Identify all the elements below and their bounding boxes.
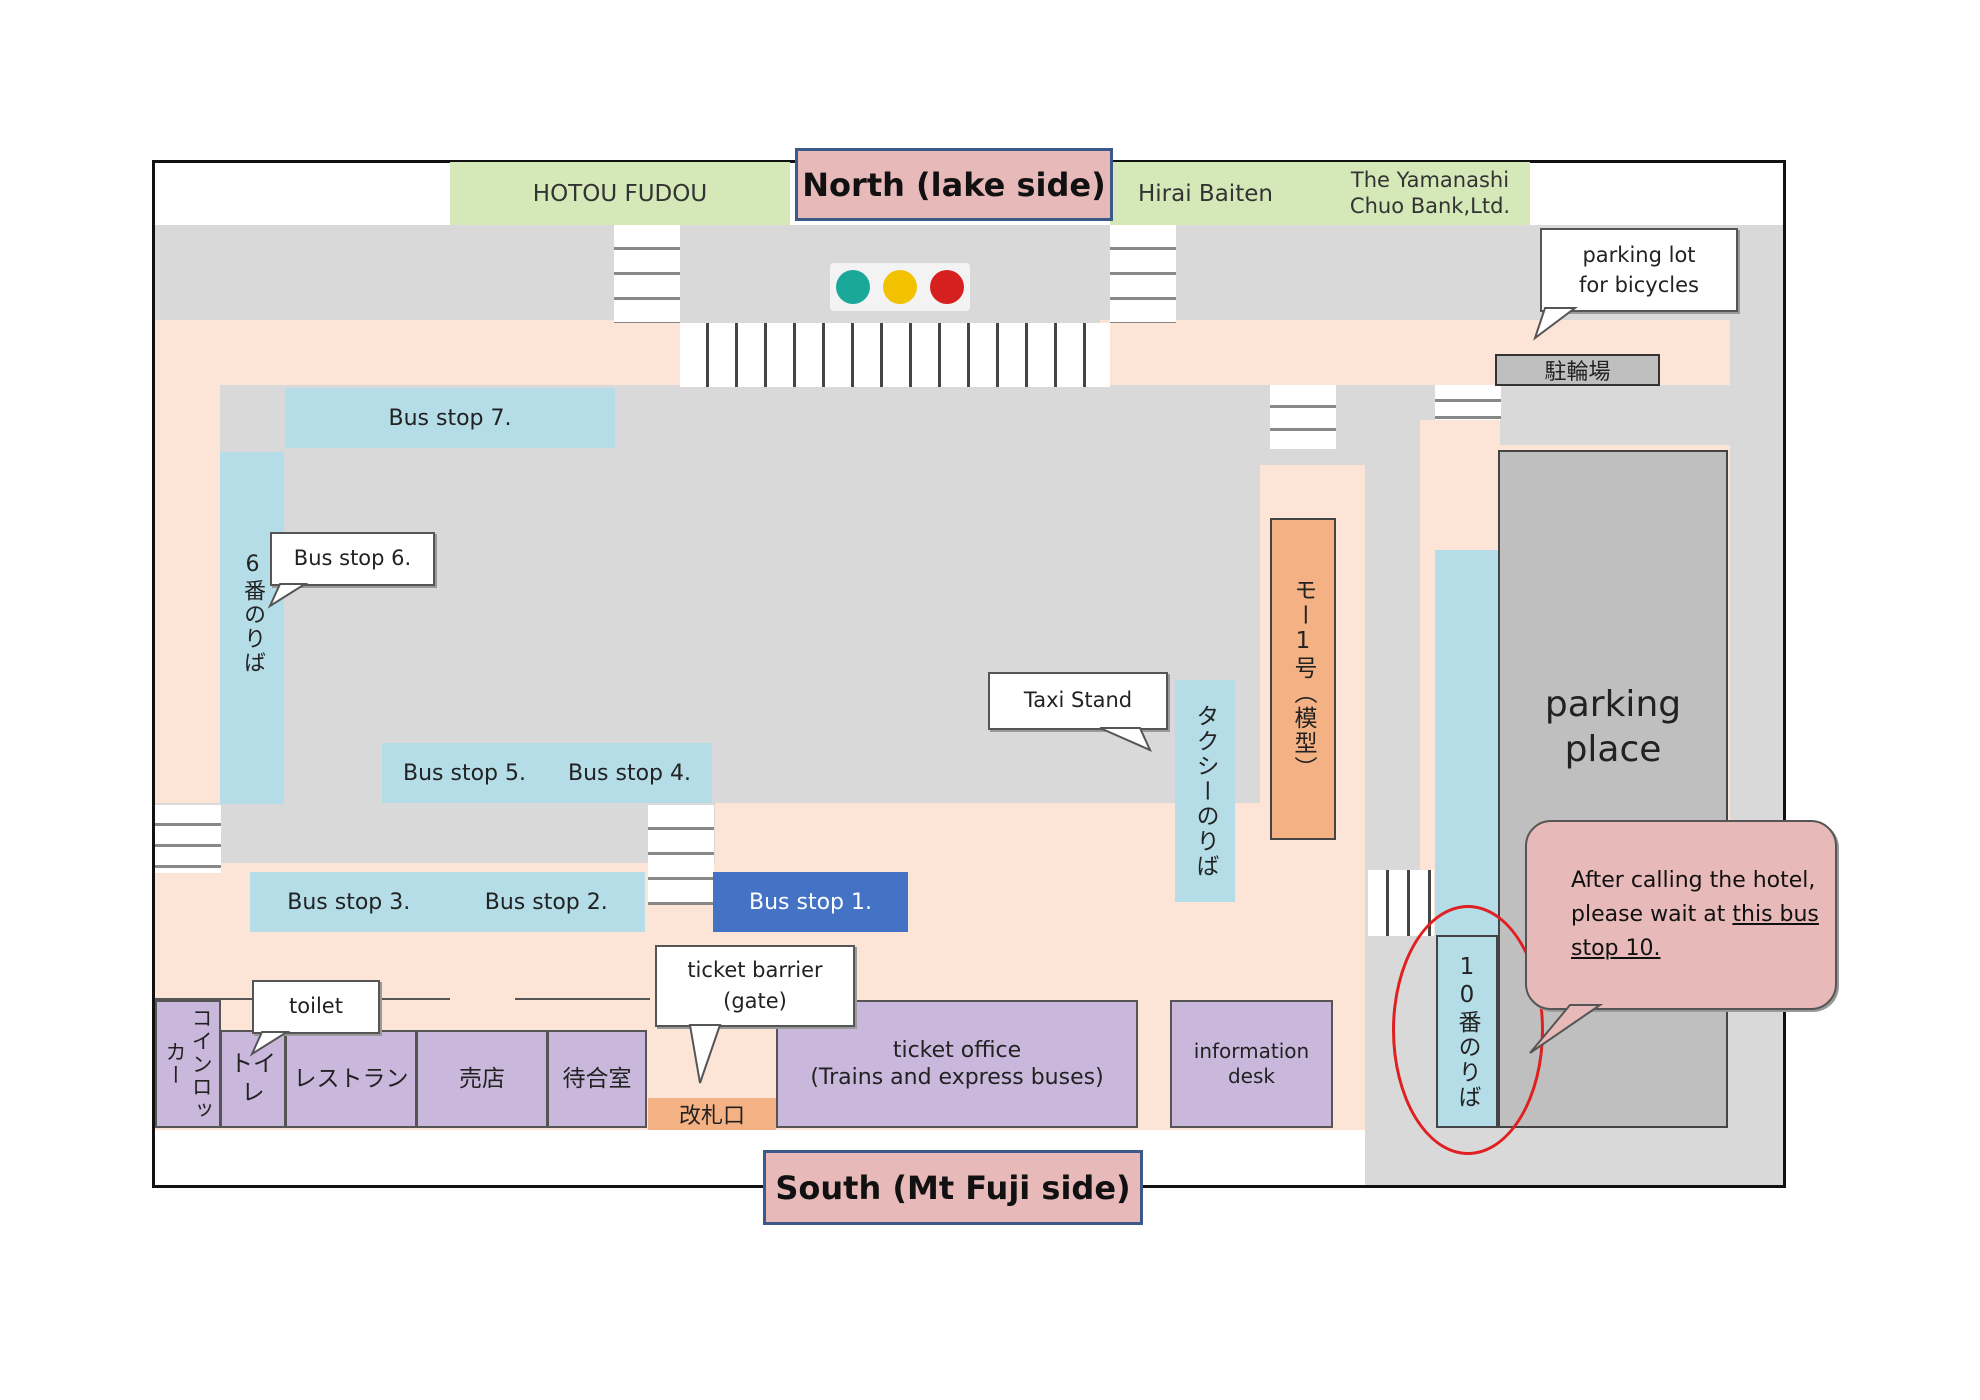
traffic-light: [830, 263, 970, 311]
ticket-gate-jp-label: 改札口: [678, 1104, 745, 1129]
info-desk-line2: desk: [1227, 1064, 1275, 1088]
gate-callout-line1: ticket barrier: [687, 957, 823, 982]
toilet-jp-label: トイレ: [230, 1051, 276, 1106]
bus-stop-3-label: Bus stop 3.: [287, 889, 411, 915]
hotel-note-line3: stop 10.: [1571, 936, 1661, 962]
toilet-callout: toilet: [252, 980, 380, 1034]
traffic-light-yellow-icon: [882, 270, 917, 304]
bicycle-callout-tail: [1533, 307, 1578, 341]
info-desk-line1: information: [1193, 1039, 1310, 1063]
crosswalk-east-lane: [1368, 870, 1434, 936]
taxi-stand-callout-text: Taxi Stand: [1023, 688, 1133, 713]
waiting-room-label: 待合室: [562, 1065, 632, 1092]
bank-label-line2: Chuo Bank,Ltd.: [1349, 193, 1511, 218]
shop-label: 売店: [459, 1065, 505, 1092]
shop-kiosk: 売店: [416, 1030, 548, 1128]
coin-locker-label: コインロッカー: [163, 1006, 214, 1122]
bus-stop-5-label: Bus stop 5.: [403, 760, 526, 786]
model-train-label: モー1号（模型）: [1290, 577, 1316, 781]
ticket-office-line1: ticket office: [892, 1037, 1022, 1063]
traffic-light-red-icon: [929, 270, 964, 304]
bicycle-sign-text: 駐輪場: [1544, 360, 1611, 385]
gate-callout-tail: [688, 1024, 722, 1084]
hotel-note-line2: please wait at this bus: [1571, 898, 1835, 932]
restaurant: レストラン: [285, 1030, 417, 1128]
north-label-text: North (lake side): [802, 165, 1106, 204]
bicycle-parking-callout: parking lot for bicycles: [1540, 228, 1738, 312]
crosswalk-south: [648, 805, 714, 905]
bicycle-parking-sign: 駐輪場: [1495, 354, 1660, 386]
taxi-stand: タクシーのりば: [1175, 680, 1235, 902]
hotel-note-line1: After calling the hotel,: [1571, 867, 1816, 893]
crosswalk-east-2: [1435, 385, 1501, 420]
toilet-room: トイレ: [220, 1030, 286, 1128]
bus-stop-7: Bus stop 7.: [285, 388, 615, 448]
parking-label-line2: place: [1564, 729, 1662, 770]
parking-label-line1: parking: [1544, 684, 1682, 725]
bus-stop-7-label: Bus stop 7.: [388, 405, 512, 431]
ticket-barrier-callout: ticket barrier (gate): [655, 945, 855, 1027]
bus-stop-1-label: Bus stop 1.: [749, 889, 872, 915]
taxi-callout-tail: [1099, 727, 1152, 752]
toilet-callout-text: toilet: [289, 994, 343, 1019]
restaurant-label: レストラン: [293, 1065, 409, 1092]
bus-stop-6-callout: Bus stop 6.: [270, 532, 435, 586]
crosswalk-east-1: [1270, 385, 1336, 449]
traffic-light-green-icon: [836, 270, 871, 304]
bicycle-callout-line1: parking lot: [1582, 242, 1696, 267]
crosswalk-north-main: [680, 323, 1110, 387]
ticket-office-line2: (Trains and express buses): [810, 1065, 1104, 1090]
coin-locker: コインロッカー: [155, 1000, 221, 1128]
ticket-gate: 改札口: [648, 1098, 776, 1130]
parking-entrance-road: [1500, 385, 1730, 445]
hotel-instruction-note: After calling the hotel, please wait at …: [1525, 820, 1837, 1010]
hotel-note-line2-prefix: please wait at: [1571, 901, 1733, 927]
bus-stop-6-callout-tail: [267, 583, 309, 609]
hotou-fudou-shop: HOTOU FUDOU: [450, 162, 790, 225]
north-direction-label: North (lake side): [795, 148, 1113, 221]
bus-stop-10-lane: [1435, 550, 1498, 935]
taxi-stand-callout: Taxi Stand: [988, 672, 1168, 730]
hotou-fudou-label: HOTOU FUDOU: [532, 180, 708, 207]
east-lane: [1365, 385, 1420, 935]
bicycle-callout-line2: for bicycles: [1579, 273, 1699, 297]
gate-callout-line2: (gate): [723, 989, 787, 1013]
taxi-stand-jp-label: タクシーのりば: [1192, 703, 1218, 879]
bus-stop-10-highlight-circle: [1392, 905, 1544, 1155]
bus-stop-2-label: Bus stop 2.: [484, 889, 608, 915]
crosswalk-northwest: [614, 225, 680, 323]
bus-stops-3-2: Bus stop 3. Bus stop 2.: [250, 872, 645, 932]
bank-label-line1: The Yamanashi: [1350, 168, 1510, 193]
crosswalk-northeast: [1110, 225, 1176, 323]
bus-stop-1: Bus stop 1.: [713, 872, 908, 932]
crosswalk-west: [155, 805, 221, 873]
hotel-note-line2-link: this bus: [1732, 901, 1819, 927]
yamanashi-chuo-bank: The Yamanashi Chuo Bank,Ltd.: [1330, 162, 1530, 225]
lower-lane: [155, 803, 715, 863]
toilet-callout-tail: [249, 1031, 291, 1057]
south-direction-label: South (Mt Fuji side): [763, 1150, 1143, 1225]
hotel-note-tail: [1529, 1004, 1604, 1054]
waiting-room: 待合室: [547, 1030, 647, 1128]
model-train-mo1: モー1号（模型）: [1270, 518, 1336, 840]
information-desk: information desk: [1170, 1000, 1333, 1128]
bus-stop-4-label: Bus stop 4.: [568, 760, 691, 786]
bus-stops-5-4: Bus stop 5. Bus stop 4.: [382, 743, 712, 803]
bus-stop-6-callout-text: Bus stop 6.: [293, 546, 412, 571]
bus-stop-6: 6番のりば: [220, 452, 284, 804]
hirai-baiten-label: Hirai Baiten: [1138, 180, 1273, 207]
south-label-text: South (Mt Fuji side): [775, 1168, 1131, 1207]
building-wall-line-2: [515, 998, 650, 1000]
bus-roundabout: [220, 385, 1260, 803]
bus-stop-6-jp-label: 6番のりば: [240, 552, 265, 675]
